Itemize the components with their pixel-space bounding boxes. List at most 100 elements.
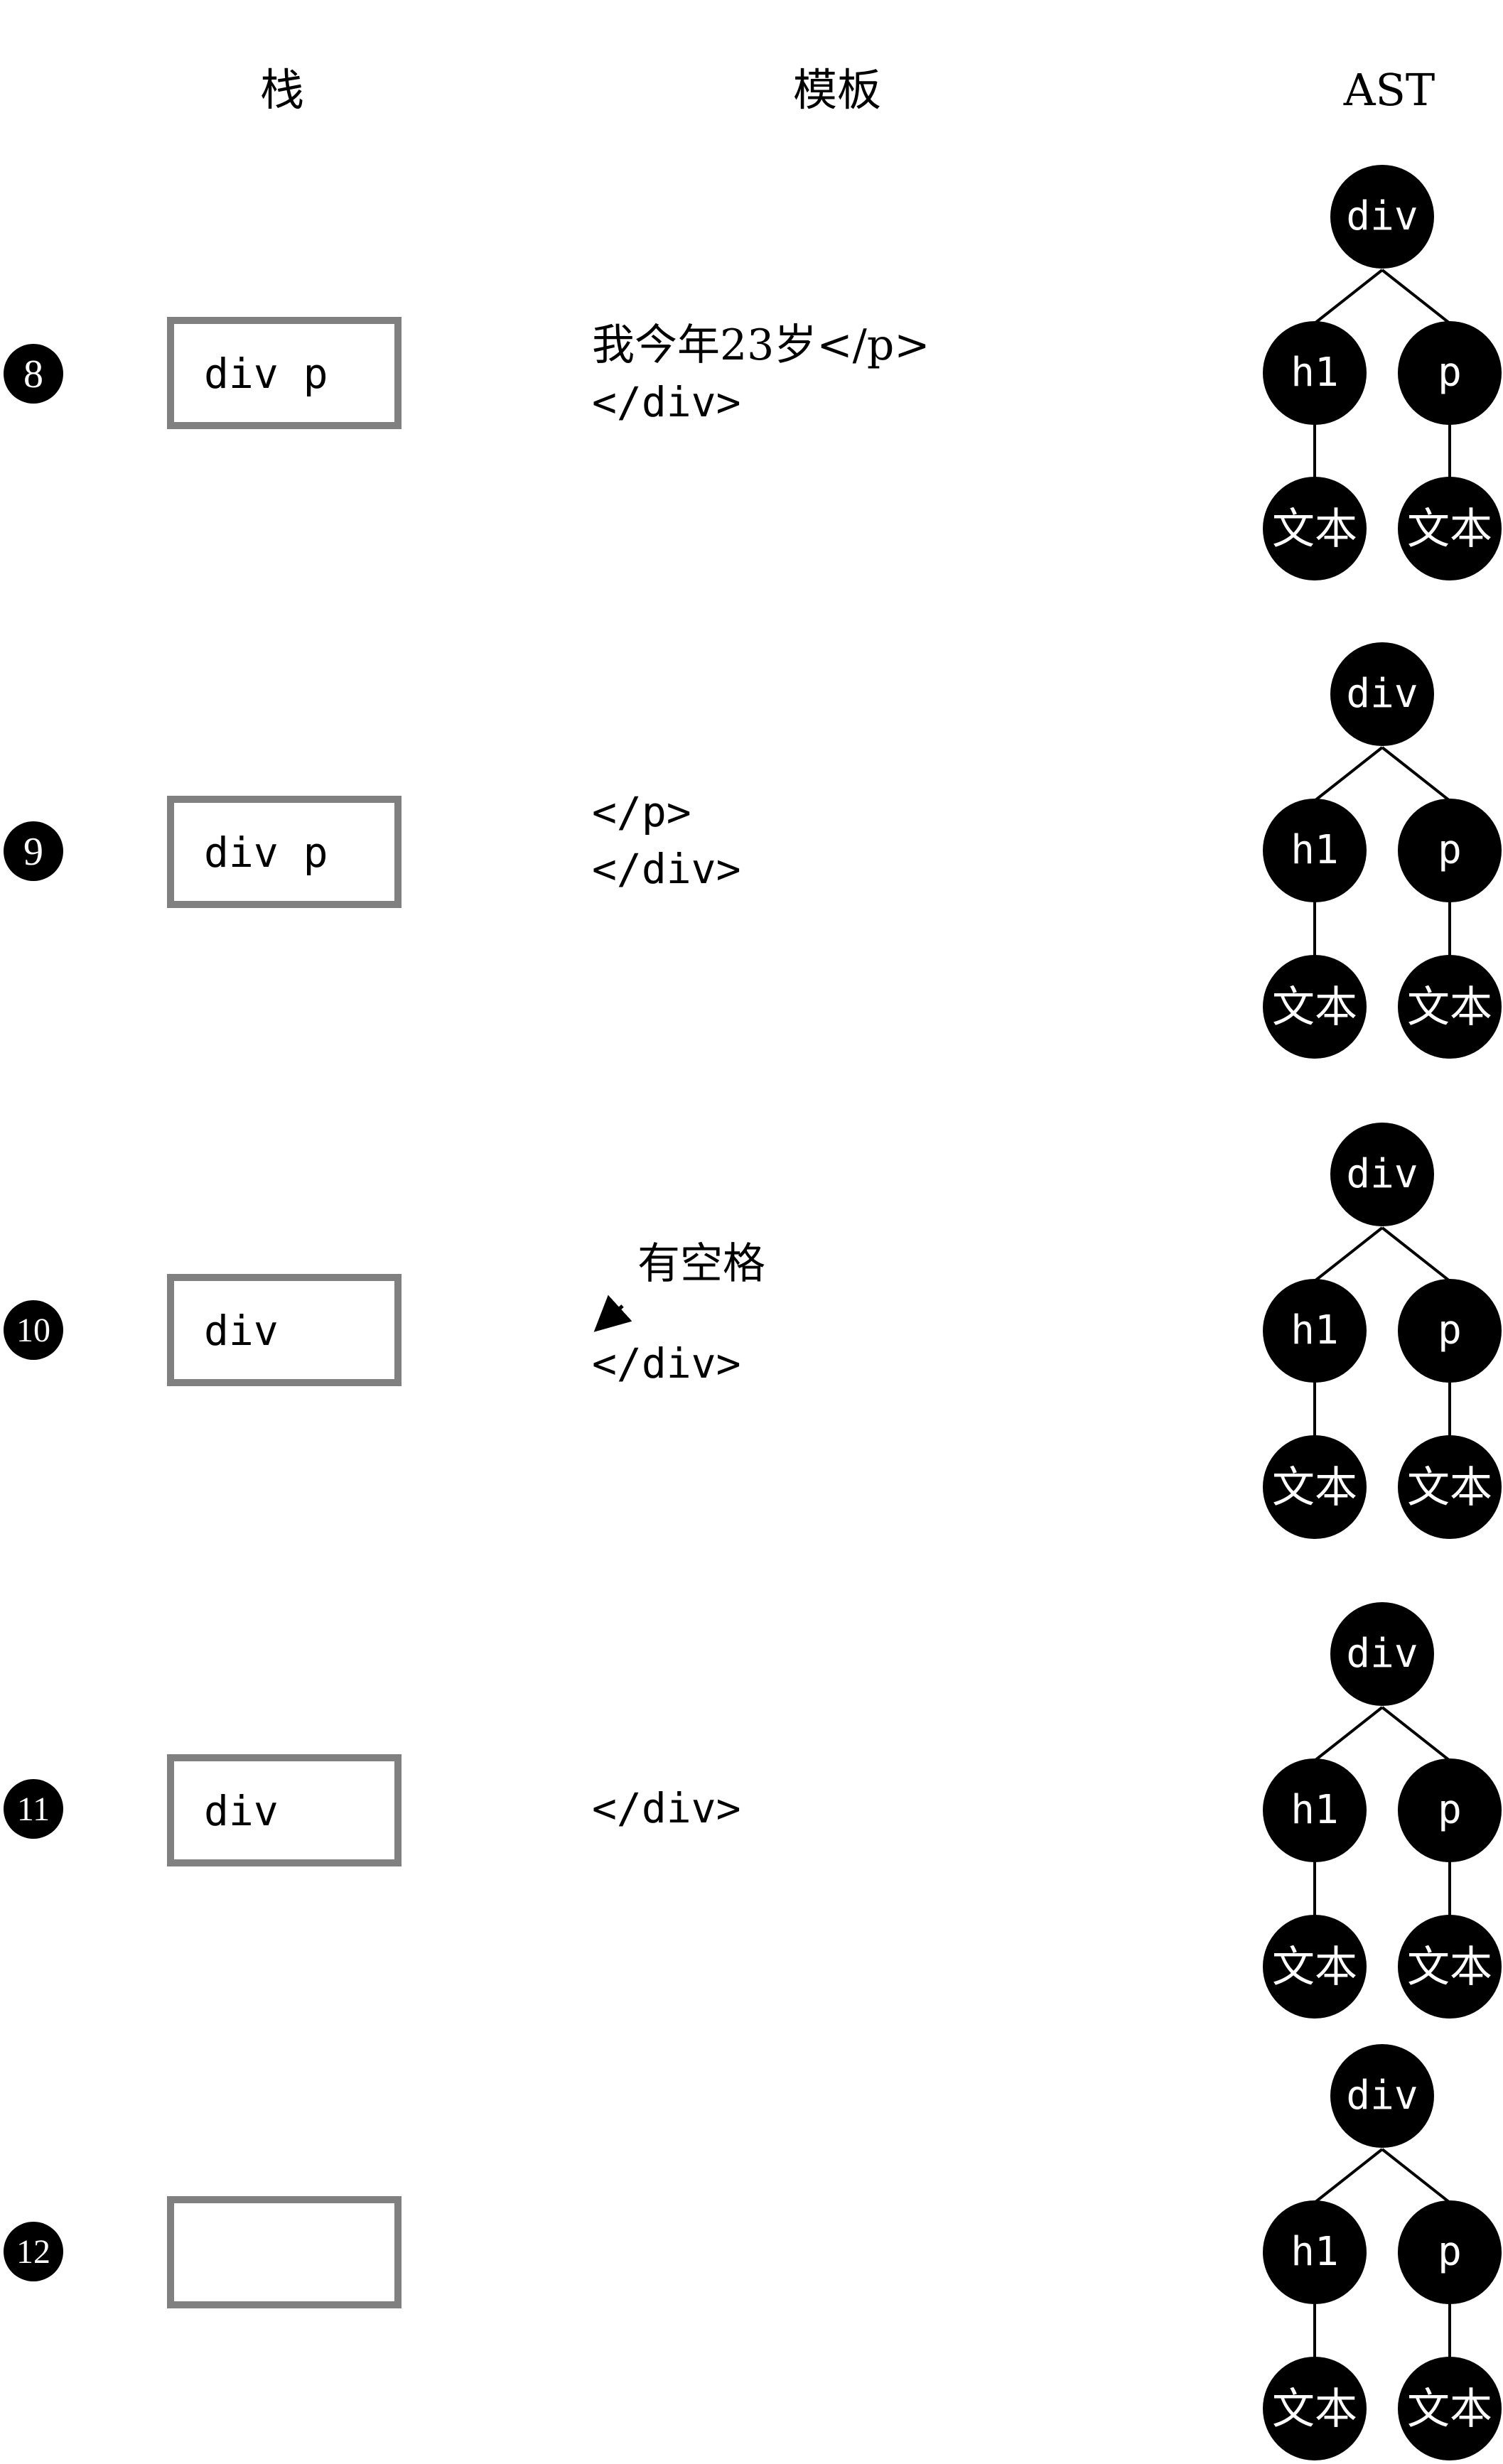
ast-h1-label: h1 [1291, 1787, 1338, 1833]
ast-root-label: div [1346, 193, 1418, 239]
stack-column-header: 栈 [260, 64, 304, 116]
ast-h1-node [1263, 799, 1367, 902]
template-line: </div> [592, 378, 741, 426]
ast-edge [1381, 1706, 1451, 1762]
ast-p-node [1398, 321, 1502, 425]
ast-h1-node [1263, 1758, 1367, 1862]
ast-edge [1381, 1226, 1451, 1282]
step-number-badge [4, 2222, 63, 2281]
ast-text-node [1398, 1435, 1502, 1539]
ast-root-label: div [1346, 2073, 1418, 2119]
ast-text-node [1263, 477, 1367, 580]
template-line: </div> [592, 1339, 741, 1388]
ast-p-node [1398, 799, 1502, 902]
ast-text-label: 文本 [1272, 1463, 1357, 1513]
ast-tree: div h1 p 文本 文本 [1263, 1123, 1502, 1539]
stack-box [167, 1754, 402, 1866]
step-row: 10 div 有空格 </div> div h1 p 文本 文本 [4, 1123, 1502, 1539]
ast-edge [1313, 1706, 1384, 1762]
ast-column-header: AST [1343, 64, 1435, 116]
ast-root-node [1330, 1123, 1434, 1226]
ast-h1-node [1263, 2200, 1367, 2304]
ast-h1-label: h1 [1291, 827, 1338, 873]
ast-p-label: p [1438, 350, 1462, 396]
template-line: </div> [592, 1784, 741, 1832]
ast-text-node [1263, 955, 1367, 1059]
ast-text-label: 文本 [1272, 2384, 1357, 2434]
step-number-badge [4, 821, 63, 881]
ast-p-node [1398, 1758, 1502, 1862]
ast-tree: div h1 p 文本 文本 [1263, 642, 1502, 1059]
ast-text-label: 文本 [1407, 983, 1492, 1032]
ast-tree: div h1 p 文本 文本 [1263, 1602, 1502, 2019]
ast-text-node [1263, 1915, 1367, 2019]
ast-text-node [1398, 2357, 1502, 2460]
whitespace-annotation: 有空格 [637, 1239, 765, 1289]
step-number-badge [4, 1779, 63, 1839]
ast-p-label: p [1438, 1787, 1462, 1833]
ast-edge [1313, 1226, 1384, 1282]
ast-edge [1313, 2148, 1384, 2204]
template-line: 我今年23岁</p> [592, 320, 930, 370]
step-row: 8 div p 我今年23岁</p> </div> div h1 p 文本 文本 [4, 165, 1502, 580]
ast-text-label: 文本 [1272, 983, 1357, 1032]
ast-text-label: 文本 [1407, 504, 1492, 554]
stack-box-empty [167, 2196, 402, 2308]
ast-text-label: 文本 [1272, 504, 1357, 554]
ast-text-label: 文本 [1272, 1942, 1357, 1992]
step-number-badge [4, 1300, 63, 1360]
whitespace-arrow [593, 1295, 632, 1332]
ast-text-label: 文本 [1407, 1942, 1492, 1992]
ast-text-node [1398, 955, 1502, 1059]
ast-text-node [1263, 1435, 1367, 1539]
template-line: </div> [592, 845, 741, 893]
step-row: 11 div </div> div h1 p 文本 文本 [4, 1602, 1502, 2019]
ast-edge [1381, 2148, 1451, 2204]
ast-h1-label: h1 [1291, 2229, 1338, 2275]
stack-box [167, 317, 402, 429]
ast-h1-node [1263, 321, 1367, 425]
ast-text-label: 文本 [1407, 1463, 1492, 1513]
ast-p-label: p [1438, 1307, 1462, 1353]
ast-text-label: 文本 [1407, 2384, 1492, 2434]
step-row: 12 div h1 p 文本 文本 [4, 2044, 1502, 2460]
step-row: 9 div p </p> </div> div h1 p 文本 文本 [4, 642, 1502, 1059]
stack-box [167, 796, 402, 908]
ast-p-node [1398, 2200, 1502, 2304]
ast-root-label: div [1346, 1151, 1418, 1197]
step-number: 9 [23, 830, 43, 874]
step-number: 8 [23, 352, 43, 396]
ast-p-node [1398, 1279, 1502, 1383]
ast-p-label: p [1438, 2229, 1462, 2275]
template-column-header: 模板 [793, 64, 881, 116]
stack-contents: div p [204, 828, 328, 877]
step-number: 10 [16, 1312, 50, 1349]
step-number: 12 [16, 2233, 50, 2271]
stack-box [167, 1274, 402, 1386]
ast-root-label: div [1346, 1631, 1418, 1677]
ast-edge [1381, 746, 1451, 802]
ast-h1-node [1263, 1279, 1367, 1383]
ast-root-label: div [1346, 671, 1418, 717]
ast-edge [1313, 746, 1384, 802]
ast-h1-label: h1 [1291, 350, 1338, 396]
ast-tree: div h1 p 文本 文本 [1263, 2044, 1502, 2460]
step-number: 11 [17, 1790, 50, 1828]
template-line: </p> [592, 788, 691, 836]
stack-contents: div p [204, 350, 328, 398]
ast-h1-label: h1 [1291, 1307, 1338, 1353]
ast-text-node [1263, 2357, 1367, 2460]
ast-tree: div h1 p 文本 文本 [1263, 165, 1502, 580]
ast-root-node [1330, 165, 1434, 269]
ast-root-node [1330, 642, 1434, 746]
ast-text-node [1398, 1915, 1502, 2019]
ast-root-node [1330, 2044, 1434, 2148]
ast-edge [1313, 269, 1384, 325]
ast-p-label: p [1438, 827, 1462, 873]
stack-contents: div [204, 1787, 279, 1835]
ast-edge [1381, 269, 1451, 325]
stack-contents: div [204, 1307, 279, 1355]
ast-text-node [1398, 477, 1502, 580]
